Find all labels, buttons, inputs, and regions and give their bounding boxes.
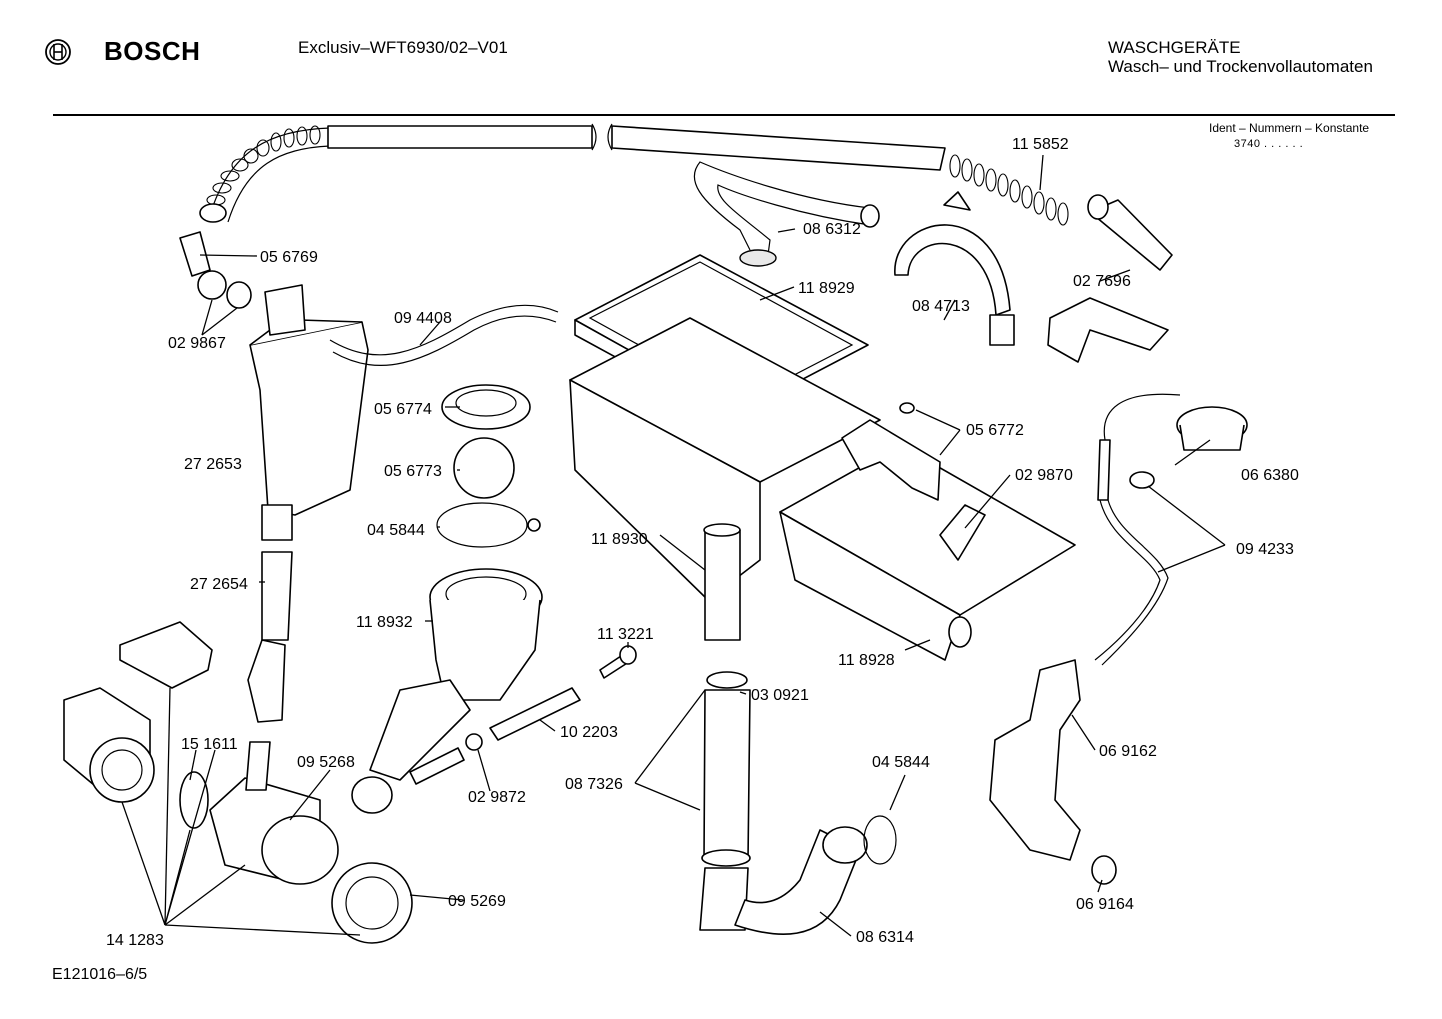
part-label: 05 6773	[384, 463, 442, 480]
bosch-logo-icon	[45, 39, 71, 65]
part-label: 04 5844	[367, 522, 425, 539]
part-label: 02 9867	[168, 335, 226, 352]
part-label: 15 1611	[181, 736, 238, 753]
part-label: 04 5844	[872, 754, 930, 771]
part-label: 27 2654	[190, 576, 248, 593]
ident-label: Ident – Nummern – Konstante	[1209, 121, 1370, 135]
brand-name: BOSCH	[104, 36, 201, 66]
part-label: 27 2653	[184, 456, 242, 473]
part-label: 08 4713	[912, 298, 970, 315]
part-label: 02 9872	[468, 789, 526, 806]
part-labels: 11 5852 05 6769 08 6312 11 8929 02 9867 …	[106, 136, 1299, 949]
part-label: 09 4408	[394, 310, 452, 327]
part-label: 05 6774	[374, 401, 432, 418]
part-label: 11 8928	[838, 652, 895, 669]
model-number: Exclusiv–WFT6930/02–V01	[298, 38, 508, 57]
part-label: 09 4233	[1236, 541, 1294, 558]
part-label: 11 5852	[1012, 136, 1069, 153]
part-label: 06 9162	[1099, 743, 1157, 760]
leader-lines	[121, 154, 1226, 937]
part-label: 08 7326	[565, 776, 623, 793]
part-label: 11 8929	[798, 280, 855, 297]
part-label: 09 5269	[448, 893, 506, 910]
ident-value: 3740 . . . . . .	[1234, 138, 1304, 150]
category-subtitle: Wasch– und Trockenvollautomaten	[1108, 57, 1373, 76]
category-title: WASCHGERÄTE	[1108, 38, 1241, 57]
part-label: 05 6769	[260, 249, 318, 266]
part-label: 11 3221	[597, 626, 654, 643]
part-label: 14 1283	[106, 932, 164, 949]
part-label: 09 5268	[297, 754, 355, 771]
part-label: 10 2203	[560, 724, 618, 741]
part-label: 05 6772	[966, 422, 1024, 439]
part-label: 02 9870	[1015, 467, 1073, 484]
part-label: 06 6380	[1241, 467, 1299, 484]
part-drawings	[63, 123, 1248, 944]
drawing-id: E121016–6/5	[52, 966, 148, 983]
part-label: 11 8930	[591, 531, 648, 548]
part-label: 03 0921	[751, 687, 809, 704]
part-label: 11 8932	[356, 614, 413, 631]
part-label: 08 6312	[803, 221, 861, 238]
header-divider	[53, 114, 1395, 116]
part-label: 06 9164	[1076, 896, 1134, 913]
part-label: 08 6314	[856, 929, 914, 946]
part-label: 02 7696	[1073, 273, 1131, 290]
